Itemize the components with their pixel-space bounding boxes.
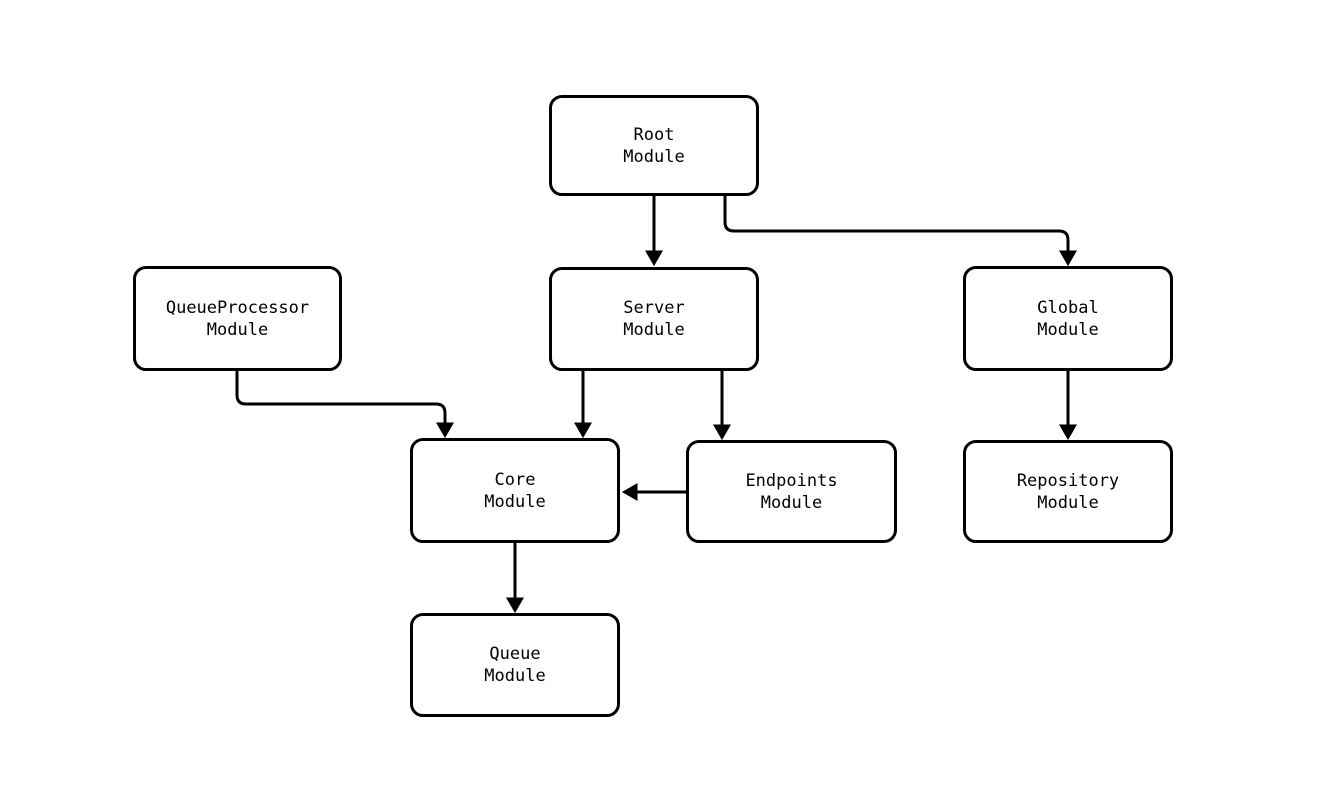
node-server-module[interactable]: Server Module — [549, 267, 759, 371]
node-root-module[interactable]: Root Module — [549, 95, 759, 196]
edge-queueprocessor-to-core — [235, 371, 454, 439]
node-global-module[interactable]: Global Module — [963, 266, 1173, 371]
node-endpoints-module[interactable]: Endpoints Module — [686, 440, 897, 543]
node-core-module[interactable]: Core Module — [410, 438, 620, 543]
node-repository-module[interactable]: Repository Module — [963, 440, 1173, 543]
node-queue-module[interactable]: Queue Module — [410, 613, 620, 717]
node-queue-module-label: Queue Module — [484, 644, 546, 686]
node-repository-module-label: Repository Module — [1016, 470, 1120, 513]
node-root-module-label: Root Module — [623, 124, 685, 167]
edge-root-to-global — [723, 196, 1077, 267]
node-global-module-label: Global Module — [1037, 297, 1099, 340]
node-server-module-label: Server Module — [623, 298, 685, 340]
node-endpoints-module-label: Endpoints Module — [745, 470, 838, 513]
node-queueprocessor-module-label: QueueProcessor Module — [165, 297, 310, 340]
node-core-module-label: Core Module — [484, 469, 546, 512]
node-queueprocessor-module[interactable]: QueueProcessor Module — [133, 266, 342, 371]
